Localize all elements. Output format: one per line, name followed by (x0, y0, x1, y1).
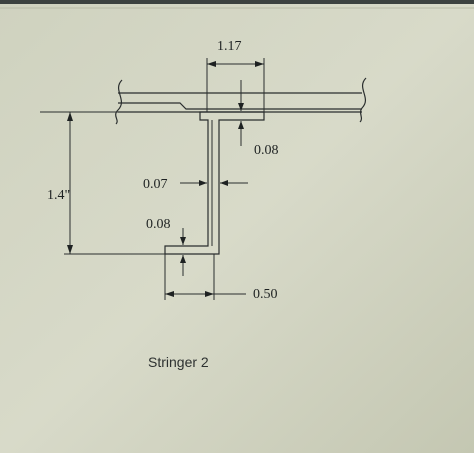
screen-edge (0, 0, 474, 4)
label-bottom-flange-width: 0.50 (253, 287, 278, 302)
dim-height (64, 112, 165, 255)
dim-bottom-flange-width (164, 254, 246, 300)
label-top-flange-thickness: 0.08 (254, 143, 279, 158)
diagram-caption: Stringer 2 (148, 354, 209, 370)
label-top-flange-width: 1.17 (217, 39, 242, 54)
dim-top-flange-thickness (238, 80, 244, 146)
dim-bottom-flange-thickness (180, 228, 186, 276)
dim-web-thickness (180, 180, 248, 186)
label-bottom-flange-thickness: 0.08 (146, 217, 171, 232)
label-web-thickness: 0.07 (143, 177, 168, 192)
dim-top-flange-width (206, 58, 265, 112)
label-height: 1.4" (47, 188, 70, 203)
